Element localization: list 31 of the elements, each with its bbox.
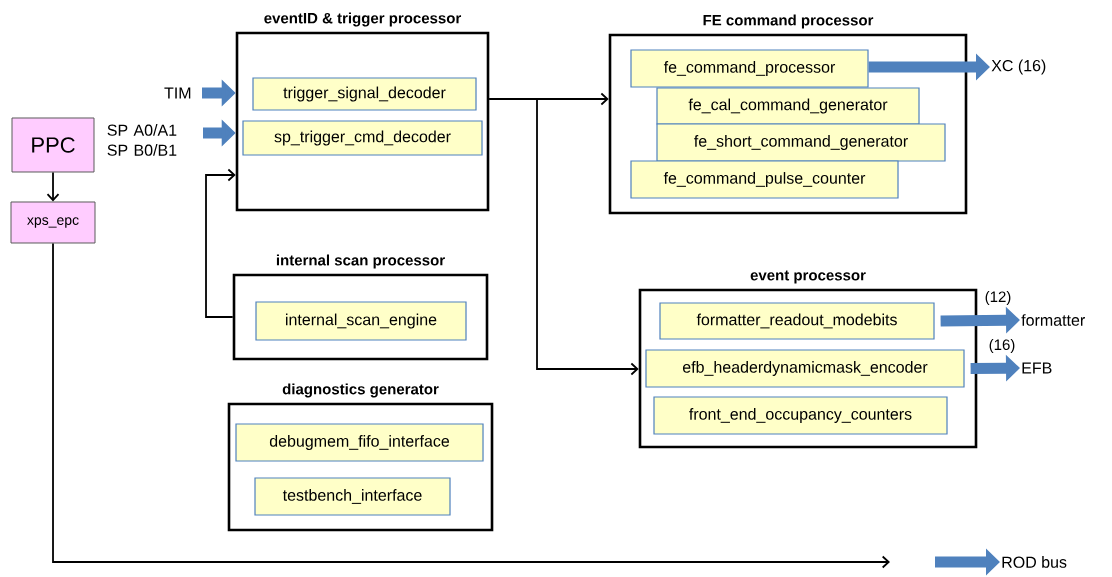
module-box: trigger_signal_decoder (252, 77, 477, 111)
block-box: xps_epc (10, 201, 96, 244)
edge-label: (16) (987, 338, 1017, 354)
module-box: efb_headerdynamicmask_encoder (645, 349, 965, 388)
module-box: sp_trigger_cmd_decoder (242, 120, 483, 156)
heading: FE command processor (703, 14, 874, 29)
signal-label: TIM (164, 87, 191, 99)
signal-label: SP A0/A1 SP B0/B1 (107, 124, 177, 156)
arrow (205, 168, 236, 318)
signal-label: EFB (1022, 362, 1052, 374)
heading: internal scan processor (276, 254, 445, 269)
module-box: fe_short_command_generator (656, 123, 946, 162)
module-box: internal_scan_engine (255, 301, 467, 341)
module-box: fe_command_pulse_counter (630, 160, 899, 199)
heading: event processor (750, 270, 866, 284)
module-box: debugmem_fifo_interface (235, 423, 484, 462)
arrow (488, 98, 639, 376)
arrow (46, 171, 60, 202)
signal-label: XC (16) (991, 59, 1046, 75)
signal-label: formatter (1021, 314, 1085, 326)
heading: eventID & trigger processor (264, 12, 462, 27)
arrow (52, 242, 890, 569)
heading: diagnostics generator (282, 383, 439, 398)
signal-label: ROD bus (1002, 556, 1067, 568)
edge-label: (12) (983, 290, 1013, 306)
module-box: fe_command_processor (630, 49, 869, 88)
block-box: PPC (11, 117, 95, 173)
module-box: fe_cal_command_generator (656, 87, 920, 125)
module-box: formatter_readout_modebits (659, 302, 935, 340)
module-box: front_end_occupancy_counters (653, 396, 948, 435)
module-box: testbench_interface (254, 477, 451, 516)
